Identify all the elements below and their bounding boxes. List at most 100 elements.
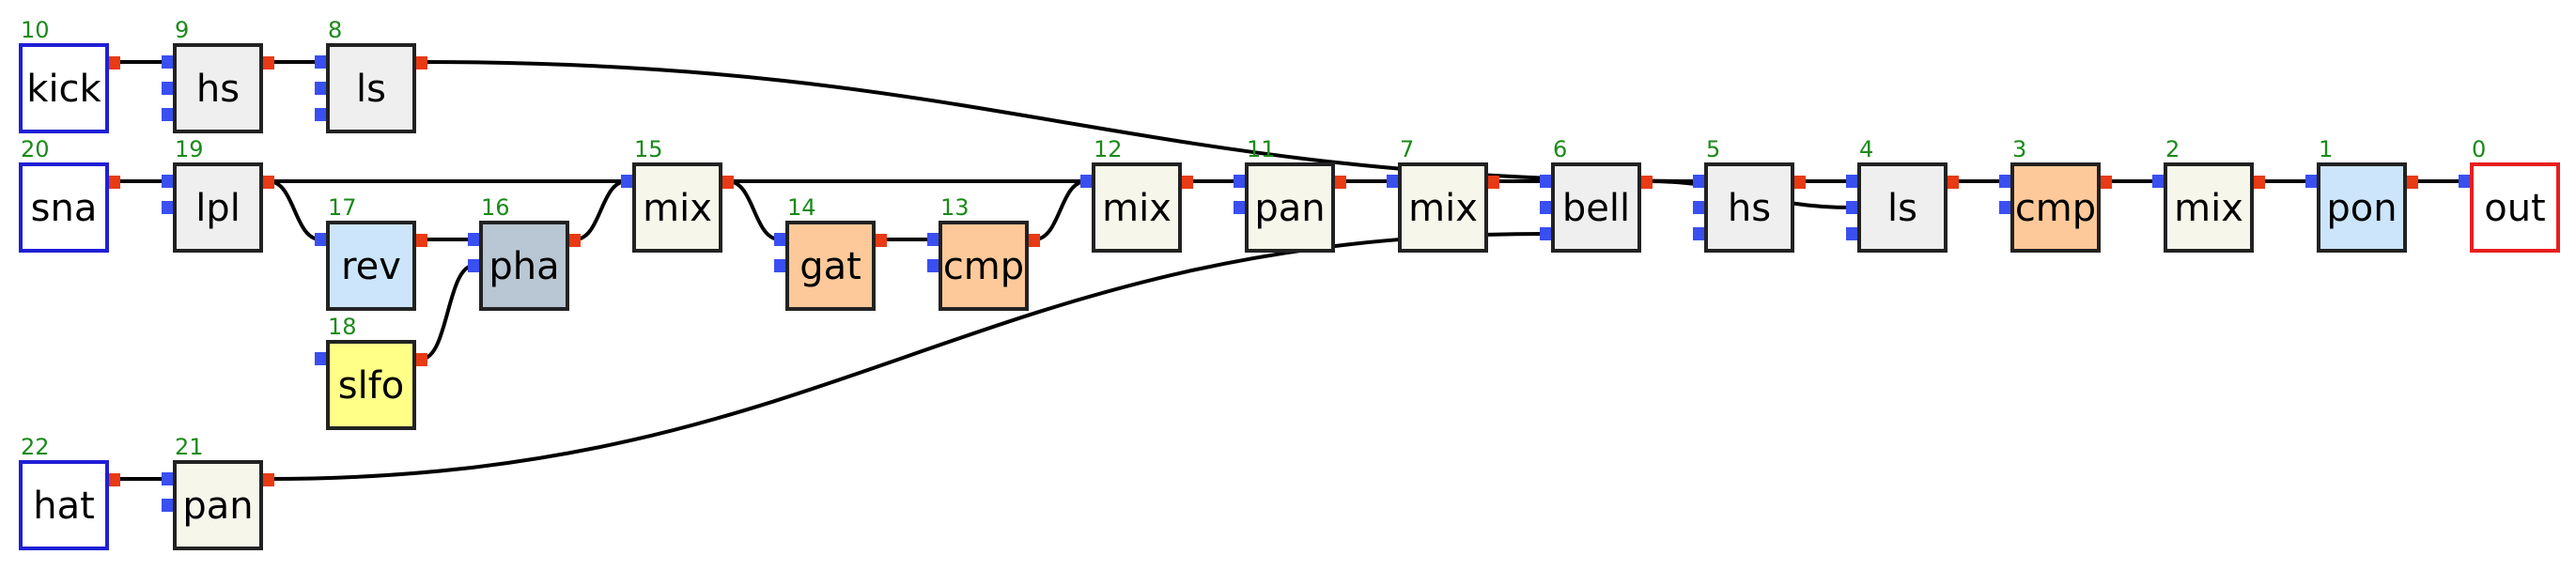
- node-box[interactable]: [1245, 162, 1335, 253]
- node-hs-5[interactable]: 5hs: [1693, 136, 1806, 253]
- node-box[interactable]: [939, 221, 1029, 311]
- input-port-0[interactable]: [1080, 175, 1092, 188]
- node-box[interactable]: [326, 340, 416, 430]
- node-box[interactable]: [2317, 162, 2407, 253]
- input-port-0[interactable]: [1540, 175, 1551, 188]
- input-port-0[interactable]: [2305, 175, 2317, 188]
- input-port-0[interactable]: [1999, 175, 2010, 188]
- node-box[interactable]: [2164, 162, 2254, 253]
- input-port-1[interactable]: [1693, 201, 1704, 214]
- output-port[interactable]: [416, 56, 427, 69]
- input-port-0[interactable]: [315, 233, 326, 246]
- node-box[interactable]: [19, 460, 109, 550]
- output-port[interactable]: [1794, 176, 1806, 189]
- node-box[interactable]: [632, 162, 722, 253]
- input-port-1[interactable]: [162, 499, 173, 512]
- input-port-1[interactable]: [468, 259, 479, 272]
- input-port-0[interactable]: [1693, 175, 1704, 188]
- node-box[interactable]: [1092, 162, 1182, 253]
- input-port-0[interactable]: [1234, 175, 1245, 188]
- output-port[interactable]: [109, 176, 120, 189]
- input-port-0[interactable]: [162, 55, 173, 69]
- node-box[interactable]: [173, 162, 263, 253]
- node-box[interactable]: [785, 221, 876, 311]
- output-port[interactable]: [263, 56, 274, 69]
- node-box[interactable]: [1551, 162, 1641, 253]
- input-port-0[interactable]: [162, 472, 173, 485]
- node-box[interactable]: [1704, 162, 1794, 253]
- input-port-1[interactable]: [162, 201, 173, 214]
- input-port-2[interactable]: [1540, 227, 1551, 240]
- node-box[interactable]: [479, 221, 569, 311]
- output-port[interactable]: [1029, 234, 1040, 247]
- node-box[interactable]: [2470, 162, 2560, 253]
- node-box[interactable]: [326, 43, 416, 133]
- input-port-2[interactable]: [1693, 227, 1704, 240]
- node-box[interactable]: [326, 221, 416, 311]
- output-port[interactable]: [2407, 176, 2418, 189]
- node-hs-9[interactable]: 9hs: [162, 17, 274, 133]
- input-port-1[interactable]: [1540, 201, 1551, 214]
- output-port[interactable]: [722, 176, 734, 189]
- input-port-1[interactable]: [315, 82, 326, 95]
- input-port-0[interactable]: [927, 233, 939, 246]
- output-port[interactable]: [109, 56, 120, 69]
- node-box[interactable]: [2010, 162, 2101, 253]
- input-port-0[interactable]: [2459, 175, 2470, 188]
- output-port[interactable]: [2254, 176, 2265, 189]
- output-port[interactable]: [2101, 176, 2112, 189]
- input-port-0[interactable]: [774, 233, 785, 246]
- output-port[interactable]: [263, 176, 274, 189]
- output-port[interactable]: [1948, 176, 1959, 189]
- input-port-1[interactable]: [1846, 201, 1857, 214]
- node-box[interactable]: [19, 43, 109, 133]
- input-port-1[interactable]: [162, 82, 173, 95]
- output-port[interactable]: [876, 234, 887, 247]
- node-box[interactable]: [173, 43, 263, 133]
- input-port-0[interactable]: [1387, 175, 1398, 188]
- input-port-0[interactable]: [162, 175, 173, 188]
- input-port-1[interactable]: [1234, 201, 1245, 214]
- output-port[interactable]: [263, 473, 274, 486]
- input-port-1[interactable]: [774, 259, 785, 272]
- node-ls-4[interactable]: 4ls: [1846, 136, 1959, 253]
- output-port[interactable]: [109, 473, 120, 486]
- node-box[interactable]: [173, 460, 263, 550]
- input-port-0[interactable]: [315, 352, 326, 365]
- node-box[interactable]: [1398, 162, 1488, 253]
- input-port-0[interactable]: [315, 55, 326, 69]
- node-box[interactable]: [19, 162, 109, 253]
- input-port-0[interactable]: [621, 175, 632, 188]
- input-port-0[interactable]: [2152, 175, 2164, 188]
- output-port[interactable]: [569, 234, 581, 247]
- input-port-2[interactable]: [315, 108, 326, 121]
- output-port[interactable]: [1335, 176, 1346, 189]
- node-ls-8[interactable]: 8ls: [315, 17, 427, 133]
- input-port-2[interactable]: [1846, 227, 1857, 240]
- output-port[interactable]: [1641, 176, 1653, 189]
- output-port[interactable]: [416, 353, 427, 366]
- input-port-0[interactable]: [468, 233, 479, 246]
- input-port-1[interactable]: [927, 259, 939, 272]
- output-port[interactable]: [1182, 176, 1193, 189]
- node-box[interactable]: [1857, 162, 1948, 253]
